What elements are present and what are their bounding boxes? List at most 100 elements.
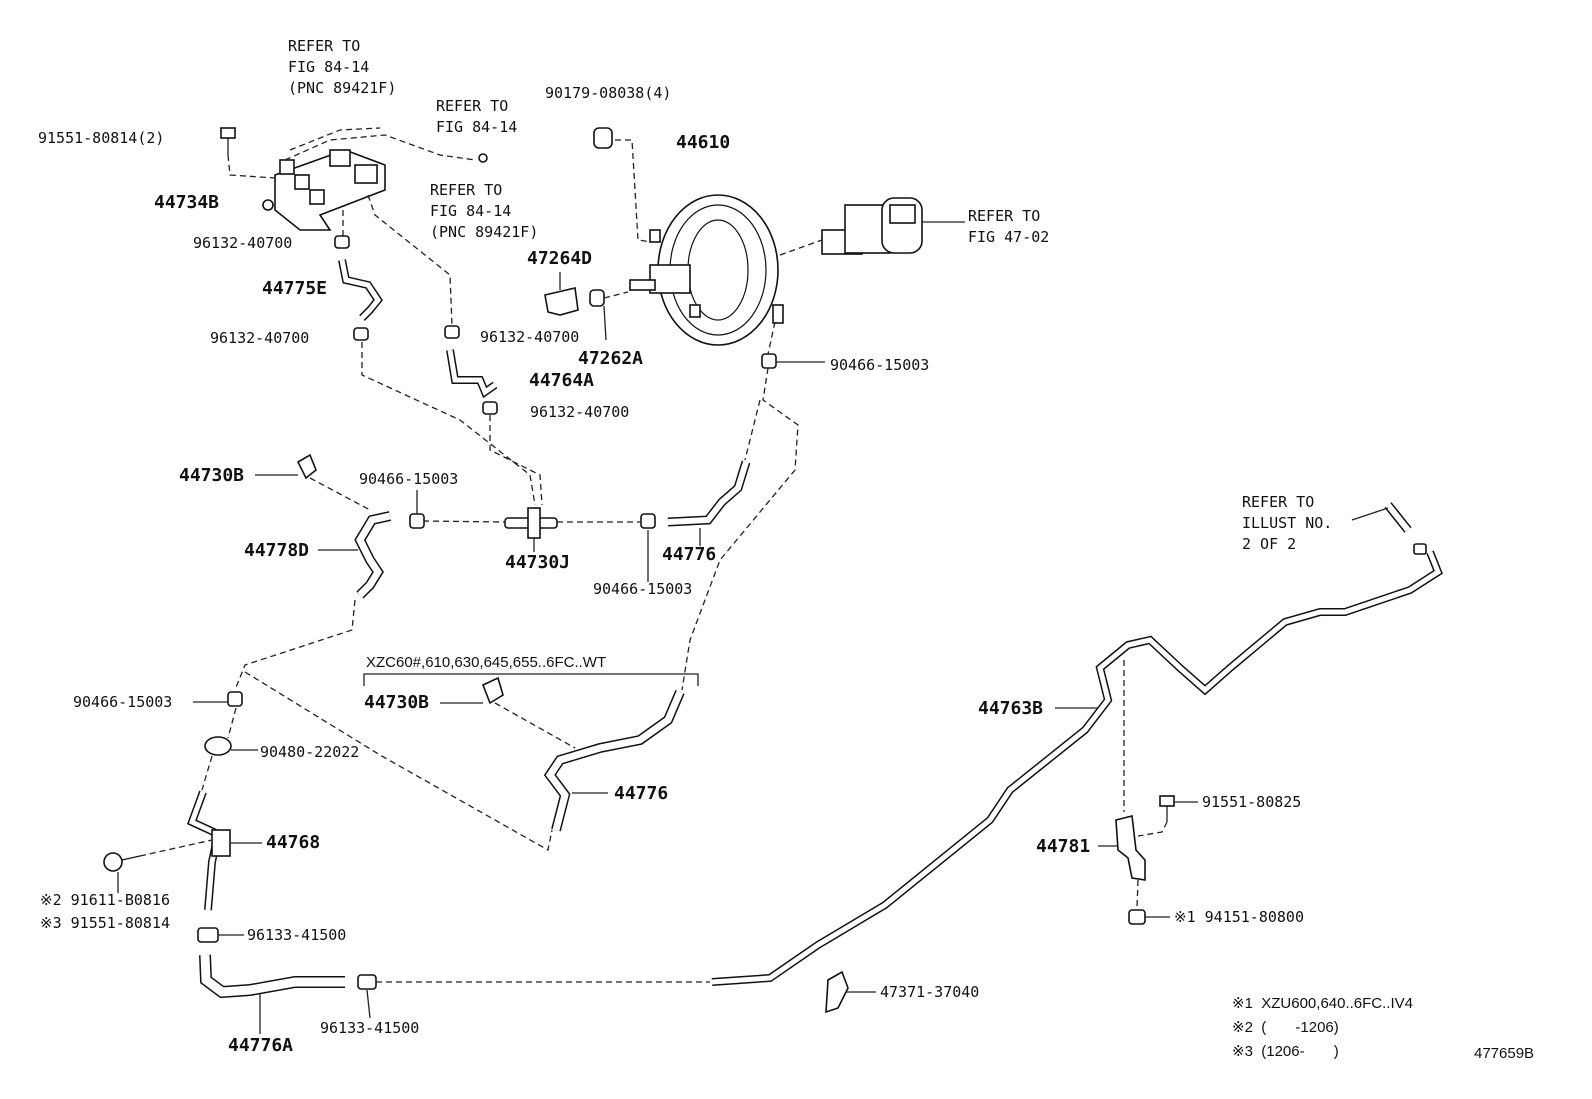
hose-44776A-inner <box>200 954 345 997</box>
clip-90466-d <box>227 691 243 707</box>
part-label-90466-15003-b: 90466-15003 <box>359 470 459 488</box>
ref-fig-84-14-mid: REFER TO FIG 84-14 <box>436 97 518 136</box>
leader-96133-b <box>366 989 371 1019</box>
dash-90466a-down <box>681 367 799 691</box>
bolt-91611 <box>103 852 141 872</box>
footnote-2: ※2 ( -1206) <box>1232 1019 1339 1036</box>
part-label-90466-15003-c: 90466-15003 <box>593 580 693 598</box>
dash-cross-44776 <box>244 671 553 852</box>
part-label-44776-a: 44776 <box>662 544 717 565</box>
part-label-47264D: 47264D <box>527 248 593 269</box>
dash-44730B-a <box>309 477 371 511</box>
clip-47264D <box>544 287 579 316</box>
part-label-47371-37040: 47371-37040 <box>880 983 980 1001</box>
part-label-44776A: 44776A <box>228 1035 294 1056</box>
part-label-90466-15003-a: 90466-15003 <box>830 356 930 374</box>
pipe-44763B <box>711 550 1443 986</box>
leader-47262A <box>603 305 607 341</box>
dash-96132b-to-44730J <box>361 342 536 506</box>
part-label-96132-40700-b: 96132-40700 <box>210 329 310 347</box>
condition-bracket <box>363 673 699 686</box>
part-label-94151-80800: ※1 94151-80800 <box>1174 908 1304 926</box>
clip-96132-b <box>353 327 369 341</box>
master-cylinder <box>821 197 923 255</box>
part-label-44775E: 44775E <box>262 278 328 299</box>
pipe-end-fitting <box>1413 543 1427 555</box>
part-label-44730B-b: 44730B <box>364 692 430 713</box>
hose-44776-lower <box>543 690 685 832</box>
clip-96133-b <box>357 974 377 990</box>
ref-illust-2-of-2: REFER TO ILLUST NO. 2 OF 2 <box>1242 493 1333 553</box>
part-label-44778D: 44778D <box>244 540 310 561</box>
clip-90466-b <box>409 513 425 529</box>
dash-96132d-to-44730J <box>489 415 543 506</box>
part-label-91611-B0816: ※2 91611-B0816 <box>40 891 170 909</box>
dash-booster-to-master <box>779 239 823 256</box>
dash-47262A-booster <box>603 291 629 299</box>
clip-96132-d <box>482 401 498 415</box>
clamp-47371 <box>825 970 849 1014</box>
part-label-91551-80825: 91551-80825 <box>1202 793 1302 811</box>
clip-96132-a <box>334 235 350 249</box>
hose-44775E-inner <box>339 259 382 320</box>
part-label-44776-b: 44776 <box>614 783 669 804</box>
bracket-44781 <box>1115 815 1146 881</box>
hose-44764A <box>446 349 498 399</box>
part-label-44764A: 44764A <box>529 370 595 391</box>
hose-44764A-inner <box>447 349 497 396</box>
part-label-44763B: 44763B <box>978 698 1044 719</box>
dash-90466a-to-44776 <box>744 399 761 461</box>
part-label-90466-15003-d: 90466-15003 <box>73 693 173 711</box>
dash-44730B-b <box>494 702 576 749</box>
nut-90179 <box>593 127 613 149</box>
bracket-44734B <box>262 149 386 231</box>
clip-96132-c <box>444 325 460 339</box>
part-label-96132-40700-c: 96132-40700 <box>480 328 580 346</box>
ref-fig-84-14-low: REFER TO FIG 84-14 (PNC 89421F) <box>430 181 539 241</box>
nut-94151 <box>1128 909 1146 925</box>
screw-right <box>478 153 488 163</box>
dash-joint-left <box>422 520 506 523</box>
clip-90466-a <box>761 353 777 369</box>
ref-fig-84-14-top: REFER TO FIG 84-14 (PNC 89421F) <box>288 37 397 97</box>
illustration-id: 477659B <box>1474 1045 1535 1062</box>
pipe-44763B-inner <box>711 551 1442 985</box>
part-label-44781: 44781 <box>1036 836 1091 857</box>
dash-bracket-top2 <box>289 127 381 151</box>
booster-44610 <box>629 194 784 346</box>
part-label-44768: 44768 <box>266 832 321 853</box>
valve-90480 <box>204 736 232 756</box>
clamp-44730B-b <box>481 676 504 705</box>
part-label-91551-80814: ※3 91551-80814 <box>40 914 170 932</box>
condition-label: XZC60#,610,630,645,655..6FC..WT <box>366 654 607 671</box>
footnote-1: ※1 XZU600,640..6FC..IV4 <box>1232 995 1413 1012</box>
grommet-47262A <box>589 289 605 307</box>
clip-90466-c <box>640 513 656 529</box>
ref-fig-47-02: REFER TO FIG 47-02 <box>968 207 1050 246</box>
dash-bolt-bracket <box>227 154 276 179</box>
bolt-91551-80825 <box>1159 795 1175 822</box>
dash-nut-to-booster <box>605 139 653 243</box>
dash-44778D-down <box>234 599 356 691</box>
dash-bolt-44781 <box>1137 821 1168 837</box>
part-label-44730B-a: 44730B <box>179 465 245 486</box>
clip-96133-a <box>197 927 219 943</box>
part-label-91551-80814-2: 91551-80814(2) <box>38 129 165 147</box>
part-label-90480-22022: 90480-22022 <box>260 743 360 761</box>
leader-ref-illust <box>1351 507 1389 521</box>
joint-44730J <box>504 507 558 539</box>
part-label-47262A: 47262A <box>578 348 644 369</box>
dash-valve-down <box>201 755 213 791</box>
part-label-96133-41500-b: 96133-41500 <box>320 1019 420 1037</box>
pipe-44768-bracket <box>211 829 231 857</box>
part-label-44734B: 44734B <box>154 192 220 213</box>
part-label-96133-41500-a: 96133-41500 <box>247 926 347 944</box>
clamp-44730B-a <box>296 453 317 480</box>
dash-bracket-top <box>284 134 476 161</box>
hose-44776-lower-inner <box>545 690 684 831</box>
hose-44776-upper-inner <box>667 461 749 525</box>
hose-refer-illust <box>1384 502 1412 533</box>
dash-booster-check <box>767 321 776 355</box>
dash-bolt-44768 <box>139 839 213 857</box>
